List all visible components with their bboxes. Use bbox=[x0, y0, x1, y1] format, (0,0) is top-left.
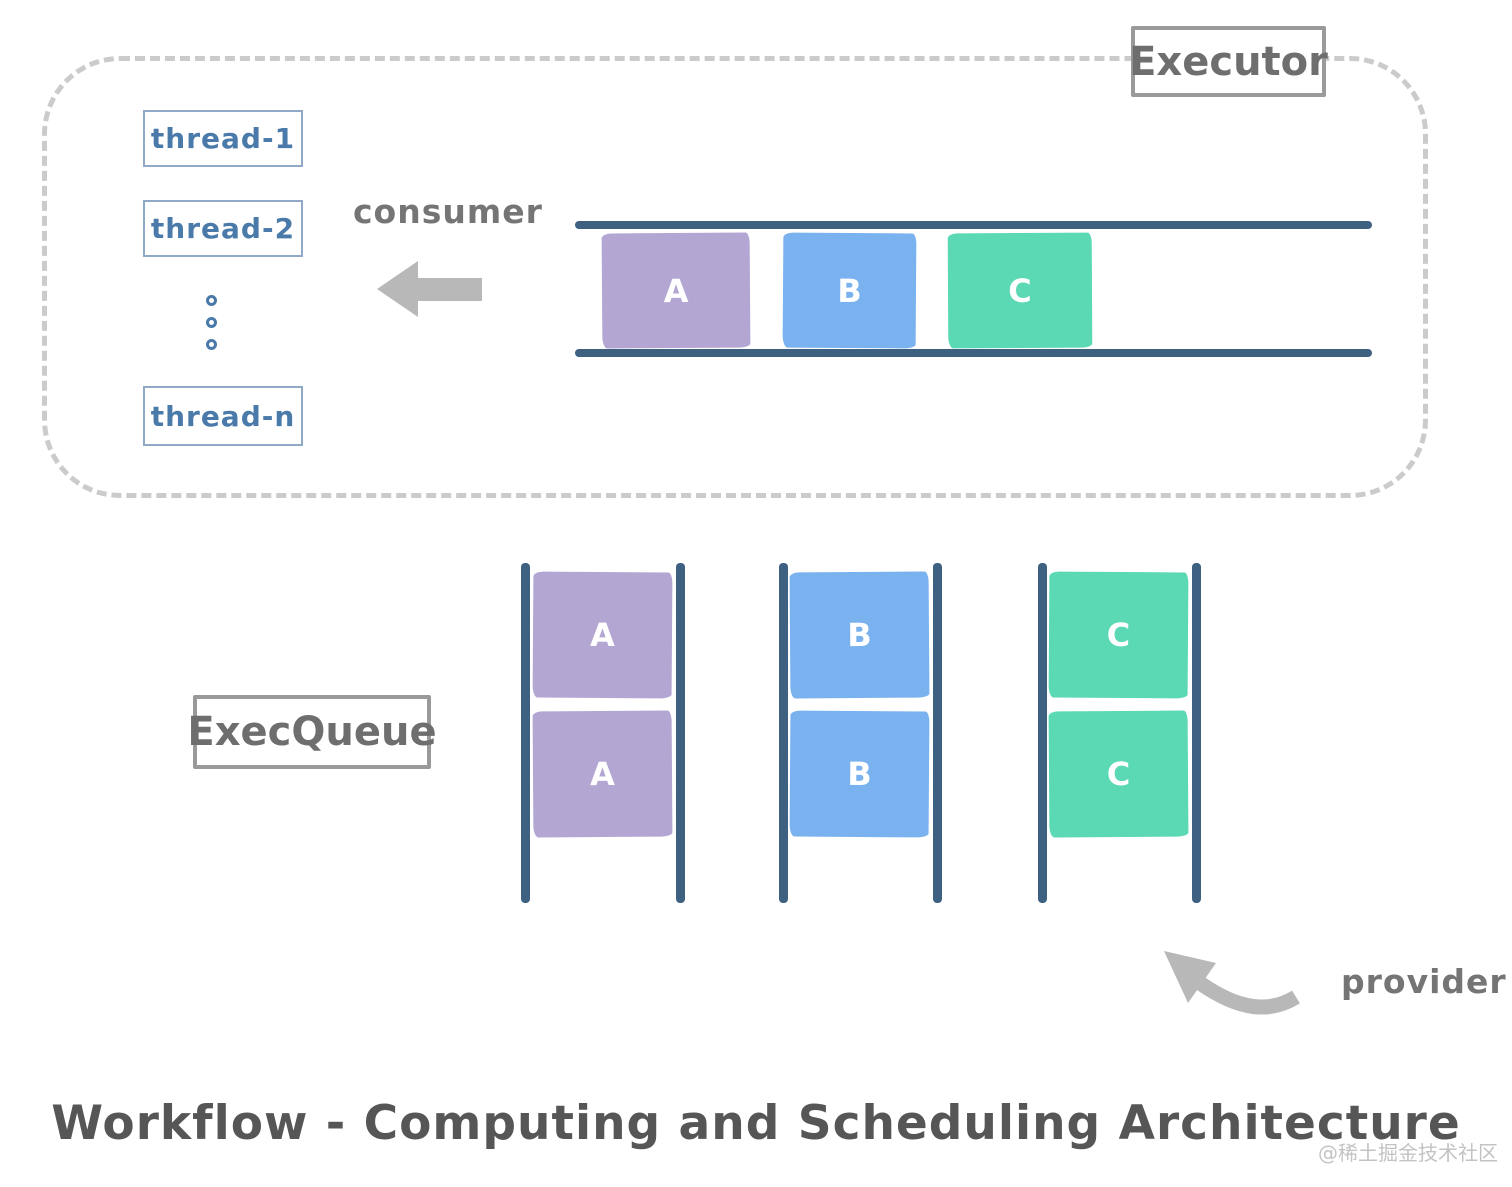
task-queue-rail-bottom bbox=[575, 349, 1372, 357]
executor-container bbox=[42, 56, 1428, 498]
provider-label: provider bbox=[1341, 962, 1507, 1001]
queue-block-label: B bbox=[847, 754, 872, 794]
queue-c-block: C bbox=[1048, 571, 1189, 699]
thread-ellipsis bbox=[206, 295, 217, 361]
thread-2-label: thread-2 bbox=[150, 212, 296, 245]
thread-n-label: thread-n bbox=[150, 399, 296, 433]
execqueue-label: ExecQueue bbox=[187, 709, 437, 755]
queue-a-block: A bbox=[532, 710, 673, 838]
task-block: B bbox=[782, 232, 917, 349]
queue-block-label: A bbox=[589, 754, 616, 794]
task-block-label: C bbox=[1008, 271, 1032, 310]
task-queue-rail-top bbox=[575, 221, 1372, 229]
queue-b-rail-left bbox=[779, 563, 788, 903]
consumer-arrow-icon bbox=[377, 261, 482, 317]
queue-c-rail-left bbox=[1038, 563, 1047, 903]
queue-c-block: C bbox=[1048, 710, 1189, 838]
executor-label: Executor bbox=[1129, 38, 1328, 85]
queue-block-label: C bbox=[1106, 754, 1131, 794]
task-block: A bbox=[601, 232, 751, 349]
queue-block-label: C bbox=[1106, 615, 1131, 655]
execqueue-label-box: ExecQueue bbox=[187, 695, 437, 769]
ellipsis-dot bbox=[206, 339, 217, 350]
queue-a-rail-right bbox=[676, 563, 685, 903]
thread-n-box: thread-n bbox=[143, 386, 303, 446]
ellipsis-dot bbox=[206, 295, 217, 306]
watermark: @稀土掘金技术社区 bbox=[1318, 1141, 1498, 1165]
queue-b-block: B bbox=[789, 571, 930, 699]
queue-b-rail-right bbox=[933, 563, 942, 903]
executor-label-box: Executor bbox=[1129, 26, 1328, 97]
queue-block-label: B bbox=[847, 615, 872, 655]
queue-a-rail-left bbox=[521, 563, 530, 903]
task-block-label: A bbox=[663, 271, 689, 310]
thread-2-box: thread-2 bbox=[143, 200, 303, 257]
queue-c-rail-right bbox=[1192, 563, 1201, 903]
task-block-label: B bbox=[837, 271, 862, 310]
diagram-title: Workflow - Computing and Scheduling Arch… bbox=[51, 1096, 1461, 1151]
ellipsis-dot bbox=[206, 317, 217, 328]
thread-1-label: thread-1 bbox=[150, 122, 296, 155]
task-block: C bbox=[947, 232, 1093, 349]
queue-a-block: A bbox=[532, 571, 673, 699]
queue-block-label: A bbox=[589, 615, 616, 655]
consumer-label: consumer bbox=[353, 192, 543, 231]
thread-1-box: thread-1 bbox=[143, 110, 303, 167]
provider-arrow-icon bbox=[1164, 951, 1300, 1015]
queue-b-block: B bbox=[789, 710, 930, 838]
